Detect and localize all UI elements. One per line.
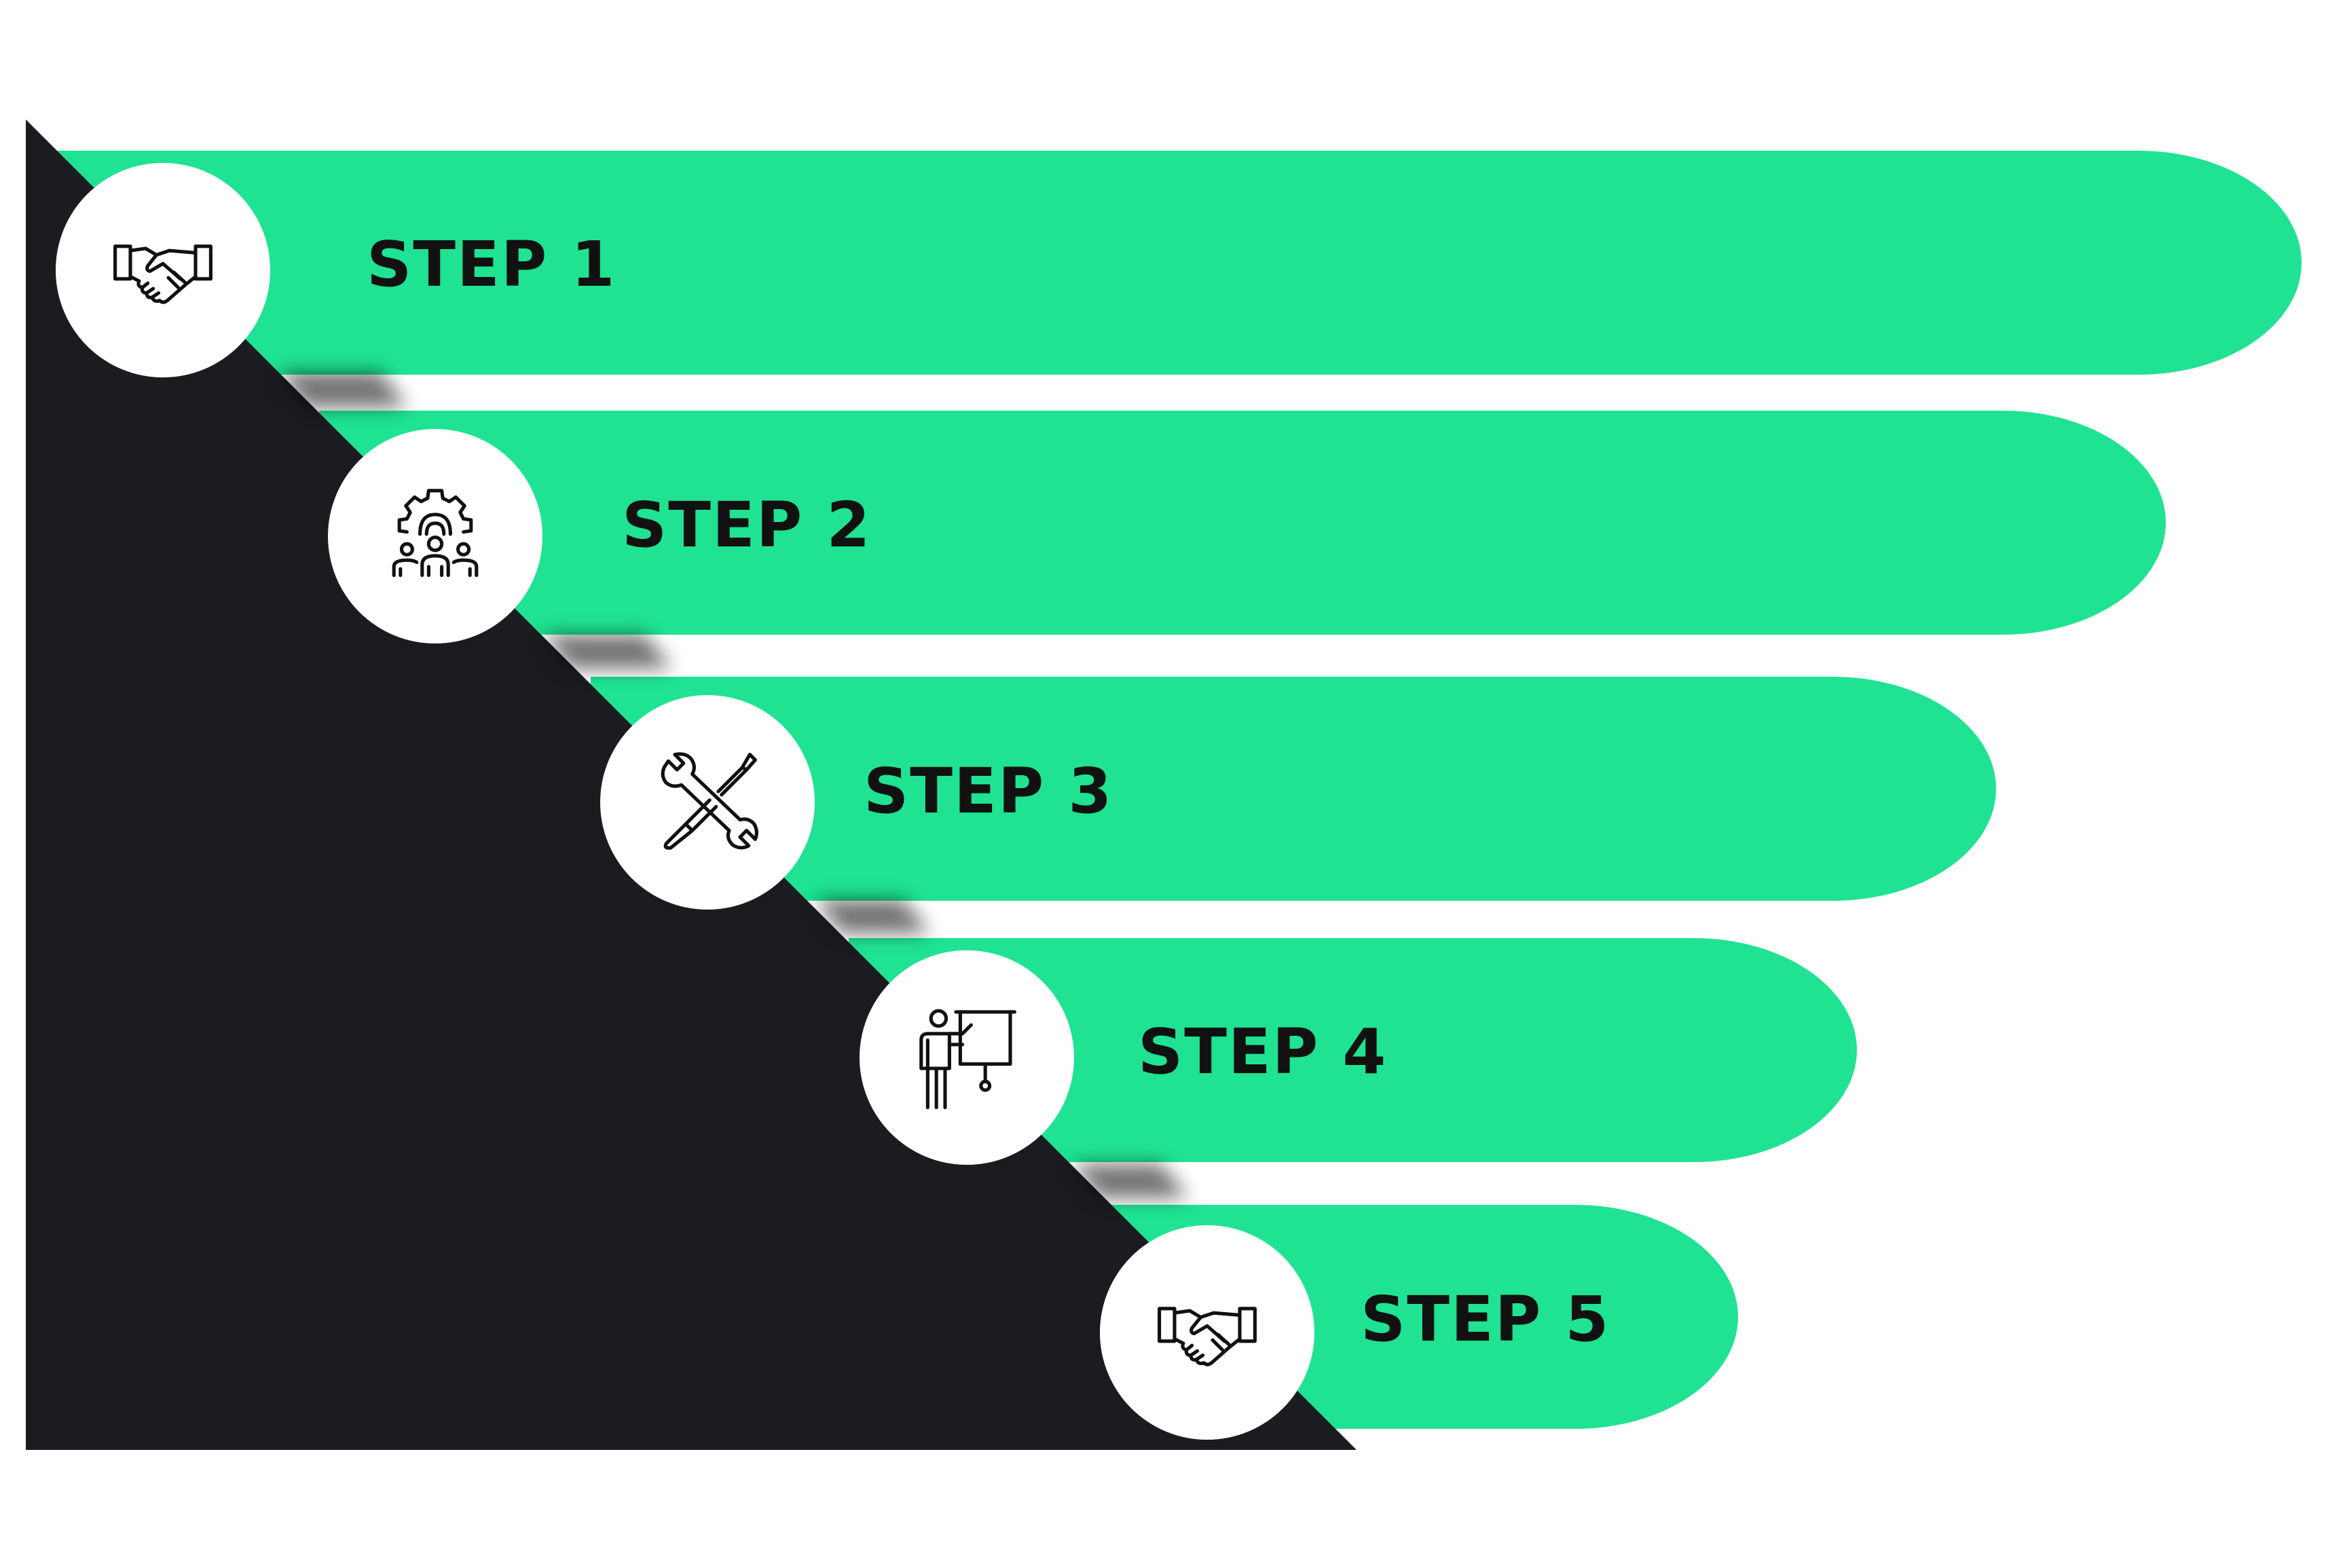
step-1-label: STEP 1 (367, 228, 616, 301)
step-3-label: STEP 3 (864, 755, 1113, 827)
step-2-label: STEP 2 (622, 489, 872, 561)
team-gear-icon (392, 489, 479, 578)
step-4-icon-circle (860, 950, 1074, 1165)
handshake-icon (1158, 1307, 1257, 1366)
wrench-screwdriver-icon (661, 752, 758, 850)
step-5-icon-circle (1100, 1225, 1314, 1440)
step-3-bar (591, 677, 1996, 901)
step-1-icon-circle (56, 163, 270, 377)
step-4-label: STEP 4 (1138, 1015, 1388, 1088)
step-3-icon-circle (600, 695, 815, 910)
handshake-icon (113, 244, 213, 304)
step-2-icon-circle (328, 429, 542, 643)
step-2-bar (319, 411, 2166, 635)
step-1-bar (53, 151, 2302, 375)
step-5-label: STEP 5 (1361, 1283, 1610, 1356)
presenter-board-icon (919, 1009, 1016, 1110)
